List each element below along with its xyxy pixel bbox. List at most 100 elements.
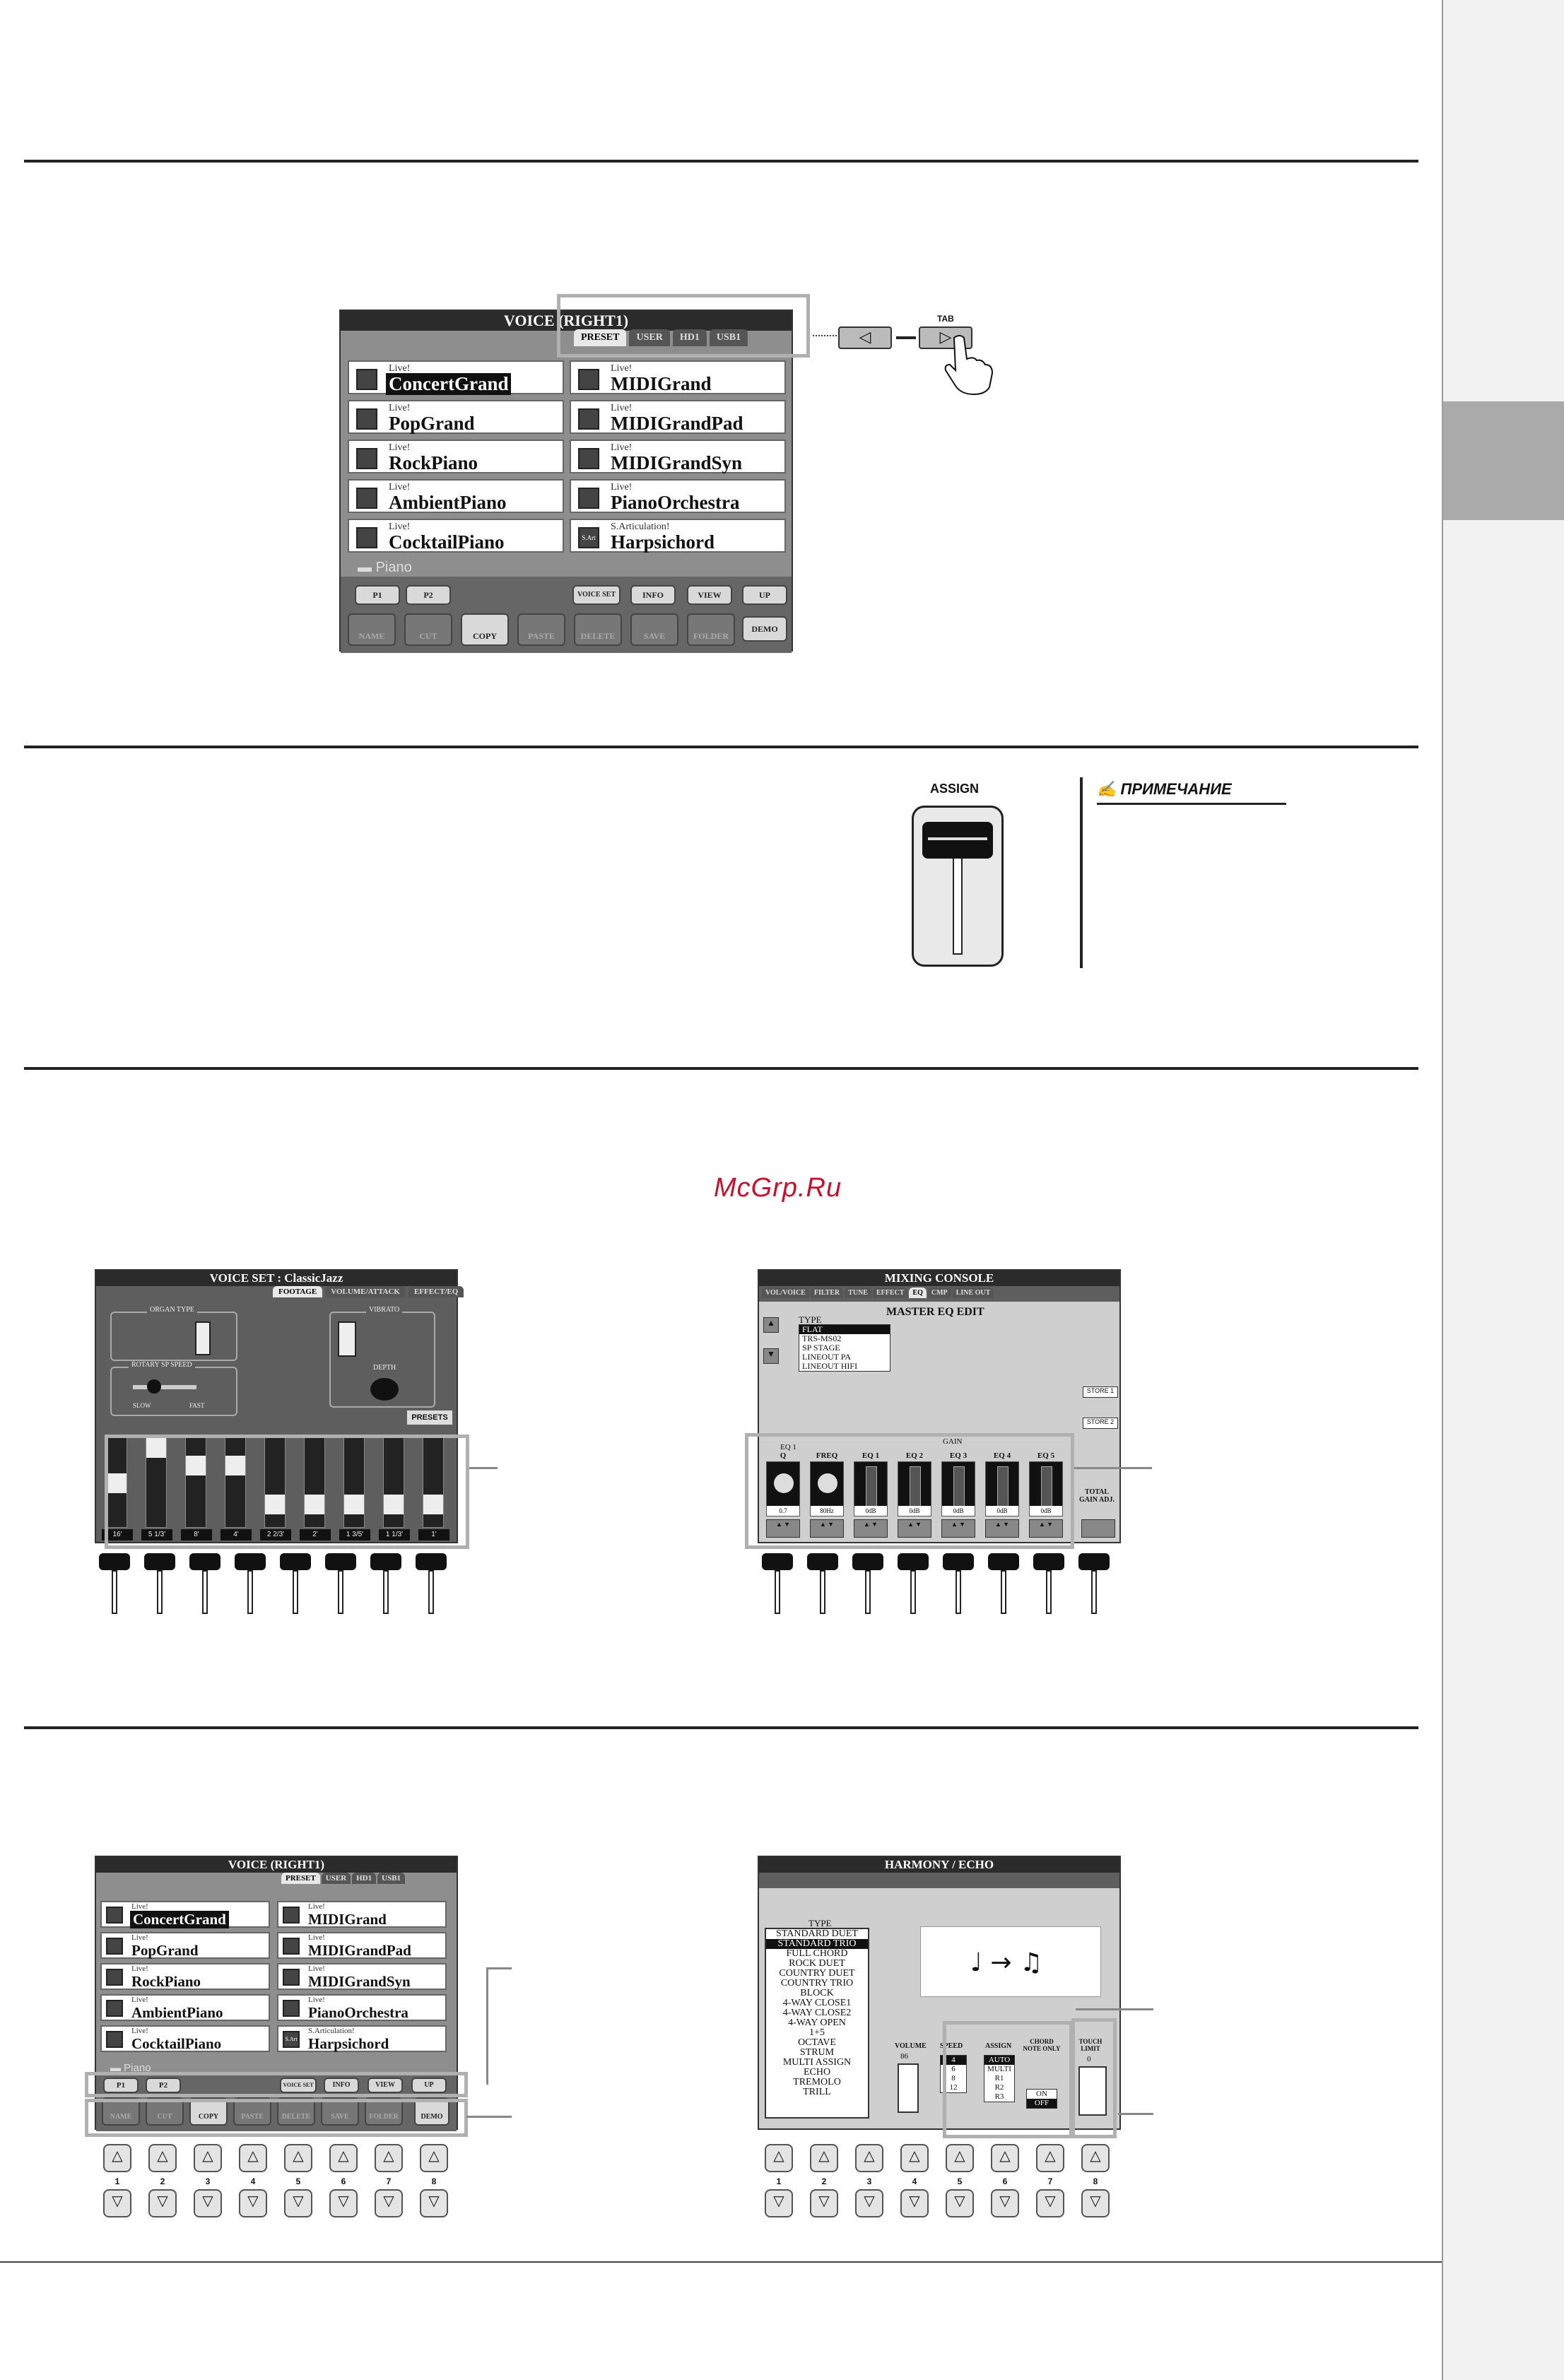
down-button-5[interactable]: ▽ [946, 2189, 974, 2217]
tab-volume-attack[interactable]: VOLUME/ATTACK [325, 1286, 406, 1297]
voice-cell[interactable]: Live!PianoOrchestra [570, 479, 786, 513]
slider-knob[interactable] [922, 822, 993, 859]
eq-control[interactable]: 0dB [985, 1461, 1019, 1516]
rotary-slider[interactable] [133, 1385, 196, 1389]
mixing-tab[interactable]: CMP [927, 1288, 951, 1298]
down-button-5[interactable]: ▽ [284, 2189, 312, 2217]
footage-physical-knob[interactable] [144, 1553, 175, 1570]
eq-updown-icon[interactable]: ▲ ▼ [854, 1519, 888, 1538]
harmony-type-item[interactable]: 1+5 [809, 2027, 825, 2038]
save-button[interactable]: SAVE [630, 613, 678, 646]
up-button-4[interactable]: △ [900, 2144, 929, 2172]
mixing-physical-knob[interactable] [1078, 1553, 1110, 1570]
mixing-tab[interactable]: EQ [909, 1288, 927, 1298]
down-button-8[interactable]: ▽ [1081, 2189, 1110, 2217]
footage-slider-knob[interactable] [186, 1456, 206, 1475]
mixing-physical-knob[interactable] [852, 1553, 883, 1570]
tab-left-button[interactable]: ◁ [838, 326, 892, 349]
eq-type-item[interactable]: FLAT [799, 1325, 890, 1334]
voice-cell[interactable]: Live!MIDIGrandPad [277, 1932, 447, 1959]
harmony-type-item[interactable]: FULL CHORD [786, 1948, 848, 1959]
down-button-2[interactable]: ▽ [148, 2189, 177, 2217]
harmony-type-item[interactable]: COUNTRY DUET [779, 1968, 855, 1979]
eq-updown-icon[interactable]: ▲ ▼ [941, 1519, 975, 1538]
eq-updown-icon[interactable]: ▲ ▼ [766, 1519, 800, 1538]
speed-item[interactable]: 6 [951, 2065, 956, 2073]
eq-updown-icon[interactable]: ▲ ▼ [810, 1519, 844, 1538]
harmony-type-item[interactable]: BLOCK [800, 1988, 834, 1998]
eq-control[interactable]: 0dB [1029, 1461, 1063, 1516]
name-button[interactable]: NAME [348, 613, 396, 646]
down-button-3[interactable]: ▽ [855, 2189, 883, 2217]
down-button-6[interactable]: ▽ [329, 2189, 358, 2217]
paste-button[interactable]: PASTE [517, 613, 565, 646]
voice-cell[interactable]: Live!ConcertGrand [100, 1901, 270, 1928]
footage-slider-knob[interactable] [384, 1495, 404, 1514]
down-button-1[interactable]: ▽ [103, 2189, 131, 2217]
harmony-type-item[interactable]: TRILL [803, 2087, 831, 2097]
down-button-6[interactable]: ▽ [991, 2189, 1019, 2217]
speed-item[interactable]: 12 [949, 2083, 958, 2092]
up-button-3[interactable]: △ [855, 2144, 883, 2172]
eq-type-item[interactable]: LINEOUT HIFI [802, 1361, 858, 1371]
footage-physical-knob[interactable] [280, 1553, 311, 1570]
up-button-1[interactable]: △ [103, 2144, 131, 2172]
down-button-1[interactable]: ▽ [765, 2189, 793, 2217]
footage-slider[interactable] [383, 1437, 404, 1528]
up-button-8[interactable]: △ [1081, 2144, 1110, 2172]
bottom-up-button[interactable]: UP [411, 2078, 447, 2093]
down-button-7[interactable]: ▽ [1036, 2189, 1064, 2217]
footage-slider-knob[interactable] [225, 1456, 245, 1475]
assign-item[interactable]: R2 [994, 2083, 1004, 2092]
bottom-page-2-button[interactable]: P2 [146, 2078, 181, 2093]
harmony-type-item[interactable]: 4-WAY OPEN [788, 2017, 846, 2028]
tab-hd1[interactable]: HD1 [672, 329, 707, 346]
footage-slider[interactable] [343, 1437, 365, 1528]
up-button-4[interactable]: △ [239, 2144, 267, 2172]
touch-limit-slider[interactable] [1078, 2066, 1107, 2116]
chord-item[interactable]: ON [1036, 2090, 1047, 2098]
footage-physical-knob[interactable] [235, 1553, 266, 1570]
up-button[interactable]: UP [742, 585, 787, 605]
footage-physical-knob[interactable] [325, 1553, 356, 1570]
footage-physical-knob[interactable] [370, 1553, 401, 1570]
up-button-5[interactable]: △ [284, 2144, 312, 2172]
eq-control[interactable]: 0dB [941, 1461, 975, 1516]
mixing-tab[interactable]: FILTER [810, 1288, 844, 1298]
type-up-button[interactable]: ▲ [763, 1317, 779, 1333]
store-1-button[interactable]: STORE 1 [1083, 1386, 1118, 1398]
copy-button[interactable]: COPY [461, 613, 509, 646]
speed-item[interactable]: 4 [941, 2056, 966, 2065]
footage-physical-knob[interactable] [189, 1553, 221, 1570]
assign-item[interactable]: AUTO [984, 2056, 1014, 2065]
assign-item[interactable]: MULTI [987, 2065, 1011, 2073]
info-button[interactable]: INFO [630, 585, 676, 605]
up-button-7[interactable]: △ [375, 2144, 403, 2172]
footage-slider-knob[interactable] [305, 1495, 324, 1514]
eq-control[interactable]: 0dB [898, 1461, 931, 1516]
voice-cell[interactable]: Live!MIDIGrandSyn [570, 440, 786, 473]
voice-cell[interactable]: Live!CocktailPiano [100, 2025, 270, 2052]
eq-control[interactable]: 0.7 [766, 1461, 800, 1516]
down-button-3[interactable]: ▽ [194, 2189, 222, 2217]
presets-button[interactable]: PRESETS [407, 1410, 452, 1425]
voice-cell[interactable]: Live!AmbientPiano [348, 479, 564, 513]
voice-cell[interactable]: Live!PianoOrchestra [277, 1994, 447, 2021]
footage-slider[interactable] [264, 1437, 286, 1528]
up-button-6[interactable]: △ [991, 2144, 1019, 2172]
delete-button[interactable]: DELETE [574, 613, 622, 646]
eq-updown-icon[interactable]: ▲ ▼ [1029, 1519, 1063, 1538]
vibrato-switch[interactable] [338, 1321, 356, 1357]
voice-cell[interactable]: Live!MIDIGrand [277, 1901, 447, 1928]
footage-slider-knob[interactable] [265, 1495, 285, 1514]
eq-type-item[interactable]: TRS-MS02 [802, 1333, 842, 1343]
harmony-type-item[interactable]: 4-WAY CLOSE2 [782, 2008, 852, 2018]
voice-cell[interactable]: Live!AmbientPiano [100, 1994, 270, 2021]
harmony-type-item[interactable]: ECHO [803, 2067, 831, 2078]
harmony-type-item[interactable]: MULTI ASSIGN [782, 2057, 852, 2068]
